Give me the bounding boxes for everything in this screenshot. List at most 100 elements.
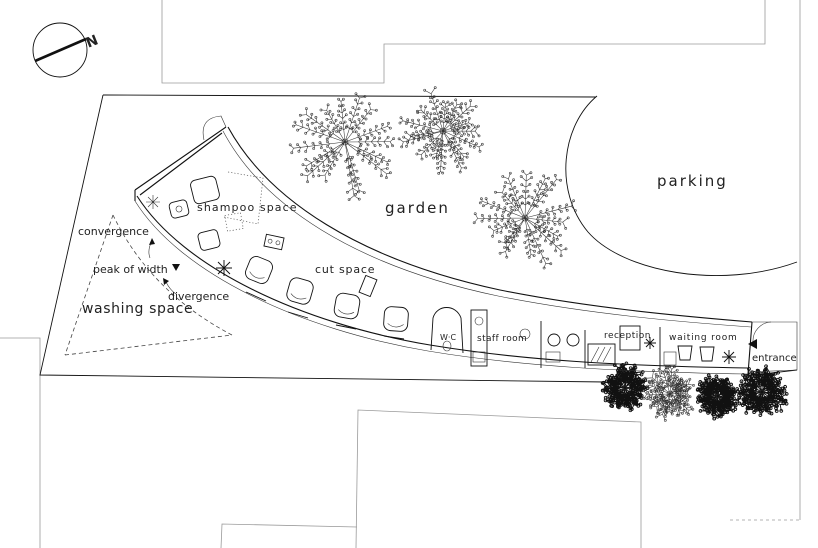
side-table-top bbox=[263, 233, 285, 251]
shampoo-chair bbox=[190, 175, 220, 205]
tree-canopy bbox=[397, 86, 484, 175]
toilet-icon bbox=[442, 340, 452, 352]
street-tree bbox=[735, 364, 789, 417]
street-trees bbox=[600, 361, 789, 422]
wc: W·C bbox=[430, 307, 464, 354]
salon-building: entrance shampoo space bbox=[134, 115, 798, 375]
waiting-chair bbox=[699, 346, 715, 362]
shampoo-sink-drain bbox=[175, 205, 183, 213]
garden-tree bbox=[288, 92, 396, 201]
waiting-chair bbox=[677, 345, 693, 361]
divergence-arrow-head bbox=[163, 278, 169, 285]
magazine-rack bbox=[663, 351, 677, 366]
retail-shelf-hatch bbox=[590, 346, 612, 363]
retail-shelf bbox=[587, 343, 616, 366]
shampoo-sink bbox=[168, 199, 190, 219]
outer-wall-inner-line bbox=[222, 130, 752, 328]
cut-chair-back bbox=[338, 309, 355, 315]
north-arrow-circle bbox=[32, 22, 88, 78]
cut-chair-back bbox=[290, 293, 307, 300]
garden-tree bbox=[472, 169, 577, 270]
cut-space-label: cut space bbox=[315, 263, 375, 276]
staff-room-label: staff room bbox=[477, 334, 527, 344]
tree-trunk bbox=[439, 127, 447, 135]
cut-chair-seat bbox=[286, 277, 314, 305]
convergence-label: convergence bbox=[78, 225, 149, 238]
cut-chair-back bbox=[249, 271, 265, 279]
north-arrow: N bbox=[32, 22, 101, 78]
plant-icon bbox=[644, 337, 656, 349]
washing-edge-bottom bbox=[64, 334, 233, 356]
shampoo-chair bbox=[197, 229, 221, 251]
entrance-arrow-icon bbox=[748, 339, 757, 349]
staff-stool-icon bbox=[519, 328, 531, 340]
tree-canopy bbox=[600, 361, 650, 413]
side-table-item bbox=[267, 238, 273, 244]
trolley bbox=[358, 274, 378, 298]
shampoo-space: shampoo space bbox=[146, 171, 298, 276]
tree-trunk bbox=[715, 393, 721, 399]
plant-icon bbox=[146, 195, 160, 209]
washing-space-diagram: convergence peak of width divergence was… bbox=[64, 214, 233, 356]
reception-counter bbox=[619, 325, 641, 351]
tree-canopy bbox=[695, 373, 742, 421]
garden-door-swing bbox=[202, 115, 227, 141]
neighbor-building-south-small bbox=[220, 523, 358, 548]
peak-of-width-label: peak of width bbox=[93, 263, 168, 276]
tree-canopy bbox=[642, 365, 695, 422]
staff-locker bbox=[470, 309, 488, 367]
neighbor-buildings bbox=[0, 0, 801, 548]
staff-table-icon bbox=[547, 333, 561, 347]
staff-sink-icon bbox=[474, 316, 484, 326]
divergence-arrow bbox=[165, 281, 177, 295]
outer-wall bbox=[227, 126, 753, 323]
wc-partition bbox=[430, 307, 464, 354]
cut-chair bbox=[383, 306, 409, 332]
tree-trunk bbox=[622, 385, 628, 391]
cut-space: cut space bbox=[245, 256, 409, 340]
side-table bbox=[263, 233, 285, 251]
convergence-arrow-head bbox=[149, 238, 155, 245]
east-end-wall bbox=[747, 321, 753, 375]
garden-trees bbox=[288, 86, 577, 270]
cut-chair bbox=[245, 256, 273, 284]
cut-chair-back bbox=[387, 323, 404, 328]
entrance: entrance bbox=[747, 321, 798, 373]
north-arrow-needle bbox=[34, 37, 87, 63]
tree-trunk bbox=[759, 389, 765, 395]
neighbor-building-southwest bbox=[0, 337, 41, 548]
divergence-label: divergence bbox=[168, 290, 229, 303]
washing-space-label: washing space bbox=[82, 301, 193, 317]
street-tree bbox=[642, 365, 695, 422]
reception: reception bbox=[584, 325, 656, 368]
tree-trunk bbox=[666, 390, 674, 398]
cut-chair bbox=[333, 292, 361, 320]
staff-table-icon bbox=[566, 333, 580, 347]
west-end-wall bbox=[134, 126, 227, 201]
waiting-room-label: waiting room bbox=[669, 333, 738, 343]
staff-room: staff room bbox=[470, 309, 580, 368]
wc-label: W·C bbox=[440, 333, 456, 342]
street-tree bbox=[695, 373, 742, 421]
tree-canopy bbox=[472, 169, 577, 270]
entrance-enclosure bbox=[747, 321, 798, 373]
tree-trunk bbox=[341, 138, 349, 146]
neighbor-building-north bbox=[161, 0, 766, 84]
inner-wall-outer-line bbox=[134, 200, 749, 375]
inner-wall bbox=[136, 195, 749, 369]
parking-boundary bbox=[565, 95, 798, 276]
shampoo-space-label: shampoo space bbox=[197, 201, 298, 214]
neighbor-building-south bbox=[355, 409, 642, 548]
cut-chair-seat bbox=[383, 306, 409, 332]
cut-chair-seat bbox=[245, 256, 273, 284]
tree-trunk bbox=[521, 214, 529, 222]
side-table-item bbox=[275, 240, 281, 246]
mirror-counters bbox=[245, 291, 405, 340]
garden-label: garden bbox=[385, 199, 450, 217]
shampoo-stool bbox=[224, 212, 244, 232]
cut-chair-seat bbox=[333, 292, 361, 320]
plant-icon bbox=[722, 350, 736, 364]
garden-tree bbox=[397, 86, 484, 175]
entrance-door-swing bbox=[752, 321, 772, 343]
